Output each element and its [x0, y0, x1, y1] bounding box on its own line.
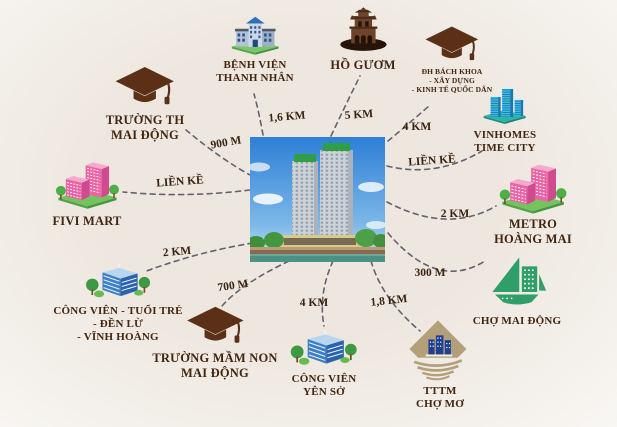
landmark-vinhomes-time-city: VINHOMES TIME CITY [474, 83, 537, 155]
park-building-icon [290, 329, 357, 365]
landmark-label: TTTM CHỢ MƠ [416, 385, 464, 410]
connector-benh-vien [253, 93, 264, 136]
landmark-metro-hoang-mai: METRO HOÀNG MAI [494, 160, 572, 247]
landmark-label: VINHOMES TIME CITY [473, 129, 537, 154]
landmark-ho-guom: HỒ GƯƠM [330, 4, 395, 73]
graduation-cap-icon [115, 67, 175, 105]
distance-label-900m: 900 M [209, 134, 243, 152]
distance-label-2km-right: 2 KM [440, 208, 470, 220]
landmark-label: TRƯỜNG MẦM NON MAI ĐỘNG [152, 351, 278, 380]
landmark-label: HỒ GƯƠM [330, 58, 396, 72]
landmark-truong-th-mai-dong: TRƯỜNG TH MAI ĐỘNG [106, 64, 185, 143]
landmark-cong-vien-yen-so: CÔNG VIÊN YÊN SỞ [289, 327, 359, 399]
landmark-label: CÔNG VIÊN YÊN SỞ [291, 373, 357, 398]
diamond-mall-logo-icon [409, 320, 467, 381]
landmark-label: FIVI MART [52, 214, 122, 228]
landmark-label: CÔNG VIÊN - TUỔI TRẺ - ĐỀN LỪ - VĨNH HOÀ… [53, 305, 183, 343]
landmark-tttm-cho-mo: TTTM CHỢ MƠ [406, 319, 474, 411]
blue-towers-icon [484, 87, 526, 124]
park-building-icon [85, 263, 150, 298]
distance-label-4km-top: 4 KM [402, 121, 432, 133]
distance-label-2km-left: 2 KM [162, 244, 192, 260]
landmark-cong-vien-tuoi-tre: CÔNG VIÊN - TUỔI TRẺ - ĐỀN LỪ - VĨNH HOÀ… [53, 261, 182, 344]
graduation-cap-icon [186, 306, 244, 343]
distance-label-1-6km: 1,6 KM [268, 109, 306, 125]
connector-fivi-mart [122, 189, 251, 196]
apartment-towers-render-icon [247, 137, 389, 262]
green-market-logo-icon [492, 257, 547, 305]
turtle-tower-icon [339, 7, 387, 51]
distance-label-1-8km: 1,8 KM [369, 293, 409, 309]
connector-cong-vien-yen-so [321, 260, 334, 327]
central-building-image [247, 137, 389, 262]
landmark-label: BỆNH VIỆN THANH NHÂN [216, 59, 294, 84]
connector-ho-guom [330, 75, 361, 137]
distance-label-4km-bottom: 4 KM [299, 297, 329, 309]
pink-building-icon [499, 164, 567, 214]
pink-building-icon [55, 162, 119, 209]
landmark-label: TRƯỜNG TH MAI ĐỘNG [105, 113, 185, 142]
distance-label-5km: 5 KM [344, 108, 374, 122]
hospital-building-icon [231, 16, 279, 55]
landmark-fivi-mart: FIVI MART [52, 156, 121, 229]
distance-label-lien-ke-left: LIỀN KỀ [155, 174, 205, 190]
connector-cho-mai-dong [387, 232, 486, 273]
landmark-cho-mai-dong: CHỢ MAI ĐỘNG [473, 253, 562, 328]
landmark-label: METRO HOÀNG MAI [494, 217, 572, 246]
distance-label-lien-ke-right: LIỀN KỀ [407, 153, 457, 169]
landmark-label: ĐH BÁCH KHOA - XÂY DỰNG - KINH TẾ QUỐC D… [411, 67, 493, 94]
distance-label-300m: 300 M [414, 267, 446, 279]
landmark-dh-bach-khoa: ĐH BÁCH KHOA - XÂY DỰNG - KINH TẾ QUỐC D… [412, 24, 492, 95]
landmark-label: CHỢ MAI ĐỘNG [472, 315, 562, 327]
distance-label-700m: 700 M [216, 277, 250, 295]
landmark-benh-vien-thanh-nhan: BỆNH VIỆN THANH NHÂN [216, 13, 294, 85]
connector-truong-th-mai-dong [185, 129, 253, 177]
graduation-cap-icon [425, 26, 479, 61]
landmark-truong-mam-non-mai-dong: TRƯỜNG MẦM NON MAI ĐỘNG [152, 304, 277, 381]
